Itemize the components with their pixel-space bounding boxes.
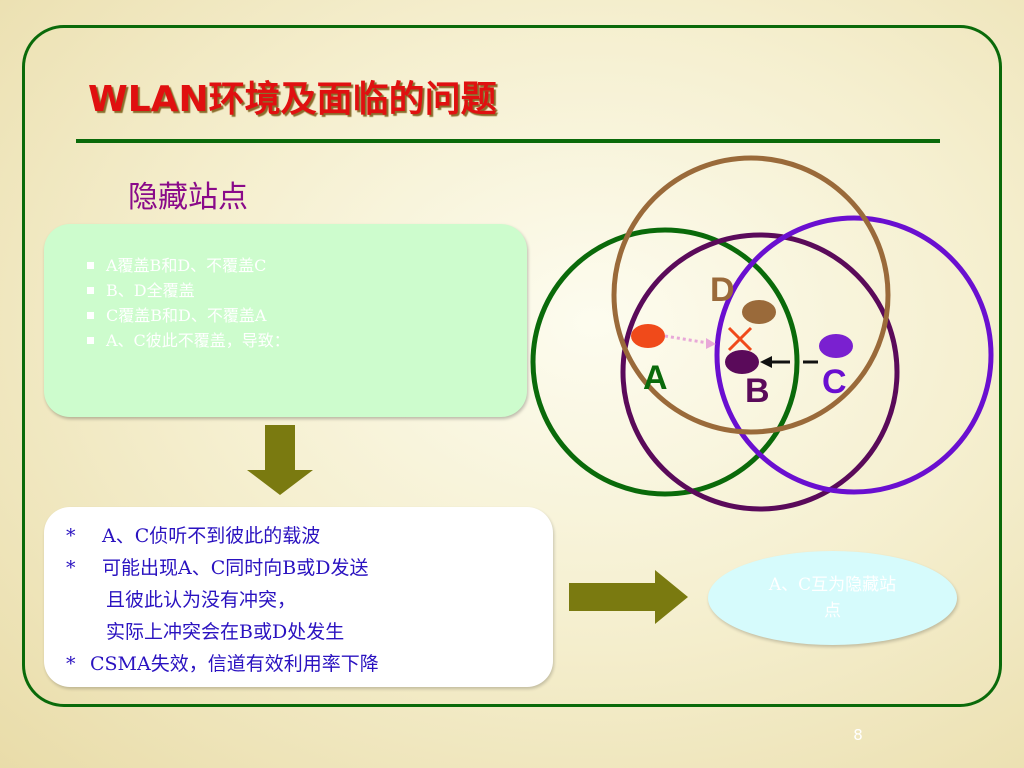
consequence-line: * CSMA失效，信道有效利用率下降: [66, 648, 379, 680]
coverage-list: A覆盖B和D、不覆盖C B、D全覆盖 C覆盖B和D、不覆盖A A、C彼此不覆盖，…: [44, 224, 527, 353]
star-bullet: *: [66, 557, 76, 579]
consequence-text: 可能出现A、C同时向B或D发送: [102, 557, 369, 579]
collision-x-icon: [727, 326, 753, 352]
coverage-circle-b: [620, 232, 900, 512]
consequence-line: * A、C侦听不到彼此的载波: [66, 520, 379, 552]
signal-arrow-a-to-b: [664, 334, 709, 345]
consequence-text: CSMA失效，信道有效利用率下降: [90, 653, 379, 675]
list-item: A覆盖B和D、不覆盖C: [87, 253, 527, 278]
station-label-b: B: [745, 372, 770, 410]
list-item: C覆盖B和D、不覆盖A: [87, 303, 527, 328]
consequence-line: * 可能出现A、C同时向B或D发送: [66, 552, 379, 584]
star-bullet: *: [66, 525, 76, 547]
list-item: B、D全覆盖: [87, 278, 527, 303]
consequence-text: A、C侦听不到彼此的载波: [102, 525, 321, 547]
result-ellipse: A、C互为隐藏站点: [708, 551, 957, 645]
result-text: A、C互为隐藏站点: [768, 575, 897, 621]
coverage-box: A覆盖B和D、不覆盖C B、D全覆盖 C覆盖B和D、不覆盖A A、C彼此不覆盖，…: [44, 224, 527, 417]
station-label-d: D: [710, 271, 735, 309]
consequence-line: 且彼此认为没有冲突，: [106, 589, 297, 611]
section-subtitle: 隐藏站点: [128, 180, 248, 215]
list-item: A、C彼此不覆盖，导致：: [87, 328, 527, 353]
consequence-lines: * A、C侦听不到彼此的载波 * 可能出现A、C同时向B或D发送 且彼此认为没有冲突…: [66, 520, 379, 680]
star-bullet: *: [66, 653, 76, 675]
consequence-line: 实际上冲突会在B或D处发生: [106, 621, 345, 643]
station-node-d: [742, 300, 776, 324]
station-label-a: A: [643, 359, 668, 397]
consequence-box: * A、C侦听不到彼此的载波 * 可能出现A、C同时向B或D发送 且彼此认为没有冲突…: [44, 507, 553, 687]
signal-arrow-head: [706, 338, 716, 349]
coverage-circle-d: [611, 155, 891, 435]
station-node-a: [631, 324, 665, 348]
coverage-circle-c: [714, 215, 994, 495]
signal-arrow-head: [760, 356, 772, 368]
station-node-b: [725, 350, 759, 374]
coverage-circle-a: [530, 227, 800, 497]
slide-frame: [22, 25, 1002, 707]
slide-title: WLAN环境及面临的问题: [88, 79, 497, 120]
station-label-c: C: [822, 363, 847, 401]
title-divider: [76, 139, 940, 143]
station-node-c: [819, 334, 853, 358]
page-number: 8: [853, 726, 863, 744]
